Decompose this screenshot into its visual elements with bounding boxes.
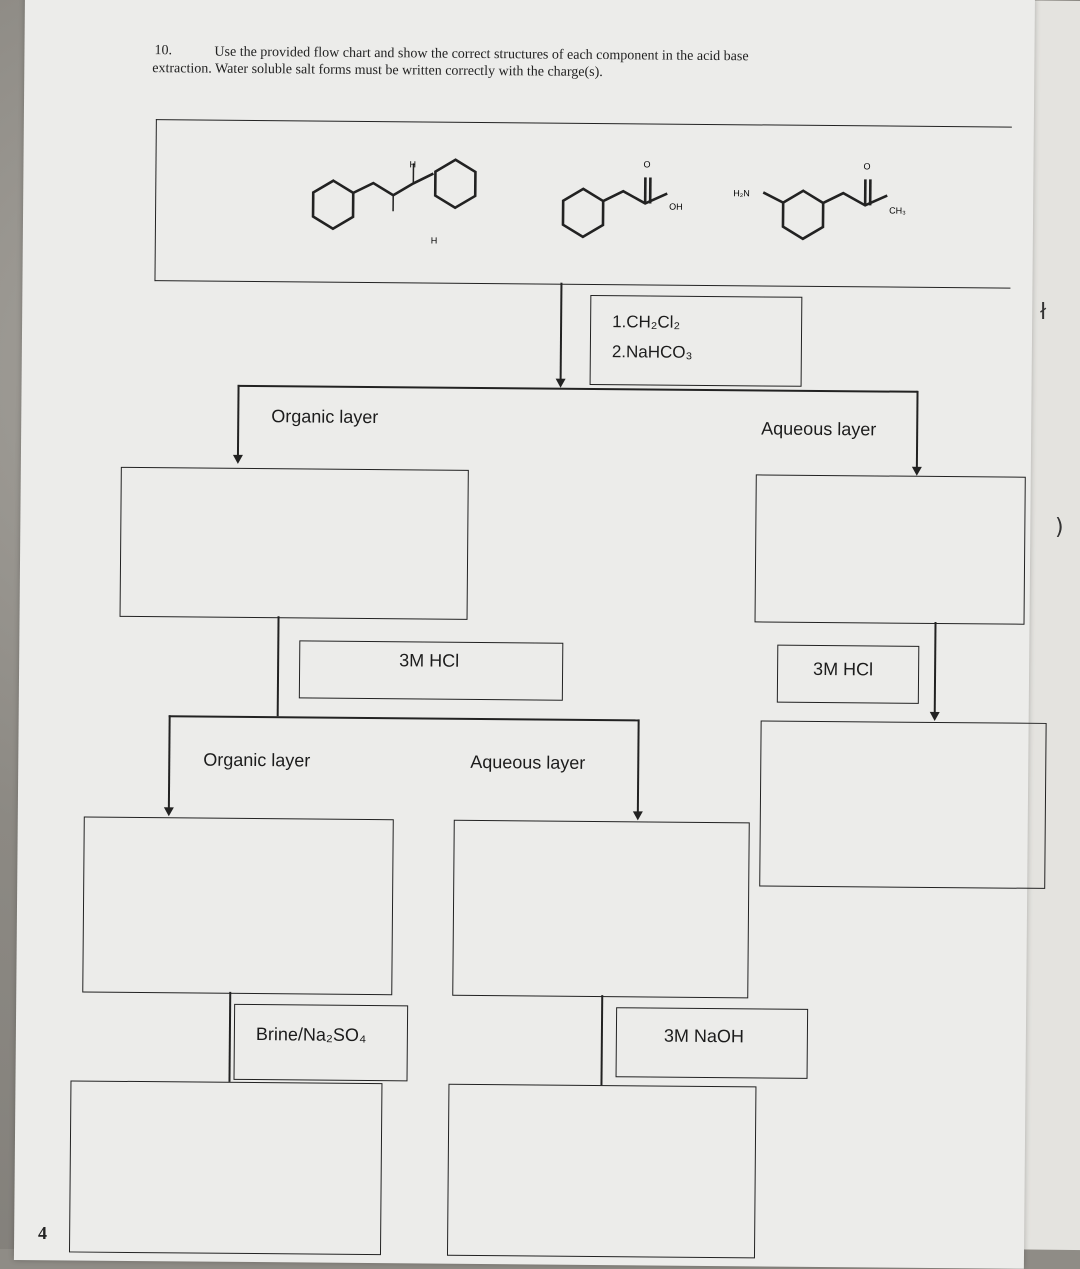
edge-pencil-marks-2: ) xyxy=(1055,515,1064,540)
split2-right-down xyxy=(637,719,639,813)
arrow-right-2 xyxy=(930,712,940,721)
amine-ring xyxy=(783,191,823,239)
split-line-top xyxy=(238,385,918,393)
stilbene-ring-left xyxy=(313,181,353,229)
split-left-down xyxy=(237,385,239,457)
answer-box-right-2 xyxy=(759,720,1046,888)
brine-label: Brine/Na₂SO₄ xyxy=(256,1024,367,1046)
benzoic-o-label: O xyxy=(643,159,650,169)
benzoic-oh-label: OH xyxy=(669,202,683,212)
answer-box-aqueous-3 xyxy=(447,1084,756,1259)
stilbene-h-top: H xyxy=(409,159,416,169)
arrow-mid-2 xyxy=(633,811,643,820)
hcl-right-label: 3M HCl xyxy=(813,659,873,681)
answer-box-aqueous-2 xyxy=(452,820,750,999)
amine-ch3-label: CH₃ xyxy=(889,206,906,216)
question-text: Use the provided flow chart and show the… xyxy=(152,43,912,84)
answer-box-organic-2 xyxy=(82,817,394,996)
amine-nh2-label: H₂N xyxy=(733,188,750,198)
connector-right-2 xyxy=(934,622,936,714)
page-number: 4 xyxy=(38,1223,47,1244)
reagent-ch2cl2: 1.CH₂Cl₂ xyxy=(612,309,680,336)
amine-chain xyxy=(823,193,887,206)
naoh-label: 3M NaOH xyxy=(664,1026,744,1048)
aqueous-layer-label-2: Aqueous layer xyxy=(470,752,585,774)
reagent-nahco3: 2.NaHCO₃ xyxy=(612,339,693,366)
stilbene-linker xyxy=(353,173,433,196)
answer-box-organic-1 xyxy=(120,467,469,620)
benzoic-ring xyxy=(563,189,603,237)
stilbene-h-bottom: H xyxy=(431,236,438,246)
aqueous-layer-label-1: Aqueous layer xyxy=(761,418,876,440)
arrow-left-2 xyxy=(164,807,174,816)
split2-left-down xyxy=(168,715,170,809)
connector-left-3 xyxy=(228,992,230,1082)
answer-box-organic-3 xyxy=(69,1080,382,1255)
arrow-main-down xyxy=(556,379,566,388)
connector-left-2 xyxy=(277,616,279,716)
worksheet-page: 10. Use the provided flow chart and show… xyxy=(14,0,1035,1269)
organic-layer-label-1: Organic layer xyxy=(271,406,378,428)
connector-main-down xyxy=(560,283,562,381)
starting-structures: H H OH O H₂N CH₃ O xyxy=(273,142,924,268)
connector-mid-3 xyxy=(600,995,602,1085)
stilbene-ring-right xyxy=(435,160,475,208)
edge-pencil-marks: ł xyxy=(1040,300,1046,325)
amine-o-label: O xyxy=(863,161,870,171)
split2-line-top xyxy=(169,715,639,721)
benzoic-chain xyxy=(603,191,667,204)
answer-box-aqueous-1 xyxy=(755,474,1026,624)
arrow-right-1 xyxy=(912,467,922,476)
split-right-down xyxy=(916,391,918,469)
question-line-2: extraction. Water soluble salt forms mus… xyxy=(152,61,603,80)
hcl-left-label: 3M HCl xyxy=(399,650,459,672)
arrow-left-1 xyxy=(233,455,243,464)
organic-layer-label-2: Organic layer xyxy=(203,750,310,772)
